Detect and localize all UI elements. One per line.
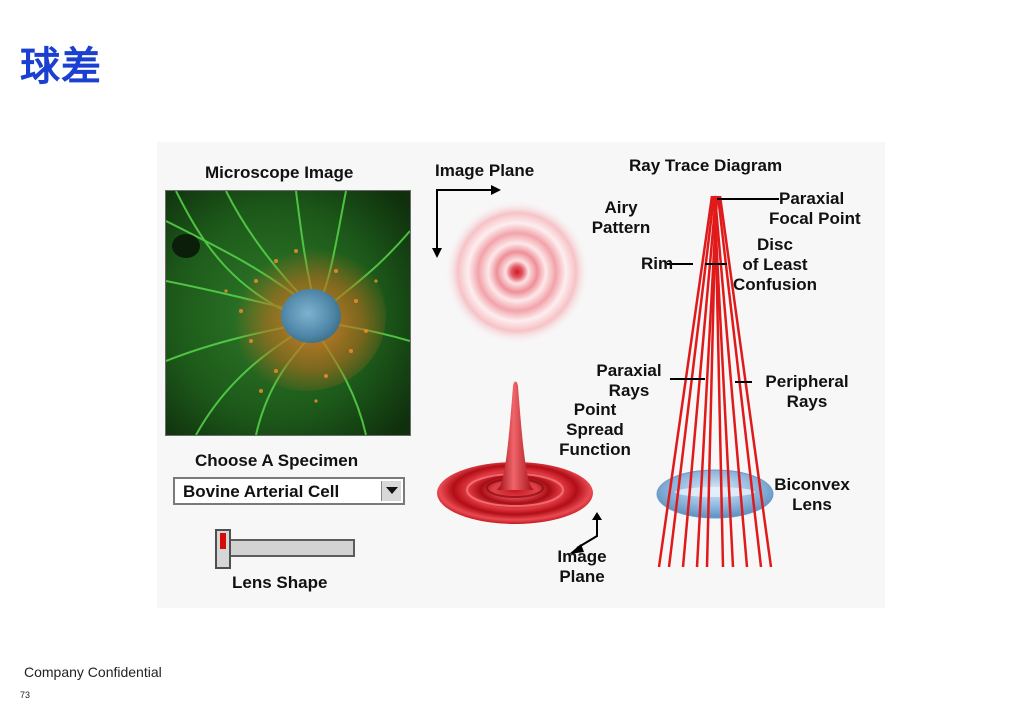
page-number: 73 xyxy=(20,690,31,700)
airy-pattern-image xyxy=(445,200,589,344)
lens-shape-slider-thumb[interactable] xyxy=(215,529,231,569)
image-plane-arrow-icon xyxy=(432,185,501,258)
spherical-aberration-applet: Microscope Image xyxy=(157,142,885,608)
rim-label: Rim xyxy=(641,254,674,273)
microscope-image xyxy=(165,190,411,436)
image-plane-top-label: Image Plane xyxy=(435,161,535,180)
psf-label: Point Spread Function xyxy=(559,400,631,459)
paraxial-focal-point-label: Paraxial Focal Point xyxy=(769,189,861,228)
lens-shape-slider-track[interactable] xyxy=(229,539,355,557)
choose-specimen-heading: Choose A Specimen xyxy=(195,451,359,470)
image-plane-bottom-arrow-icon xyxy=(569,512,602,554)
peripheral-rays-label: Peripheral Rays xyxy=(765,372,849,411)
ray-trace-heading: Ray Trace Diagram xyxy=(629,156,783,175)
image-plane-bottom-label: Image Plane xyxy=(557,547,607,586)
slider-thumb-marker xyxy=(220,533,226,549)
cell-micrograph xyxy=(166,191,410,435)
chevron-down-icon[interactable] xyxy=(381,481,401,501)
paraxial-rays-label: Paraxial Rays xyxy=(596,361,662,400)
specimen-select[interactable]: Bovine Arterial Cell xyxy=(173,477,405,505)
airy-pattern-label: Airy Pattern xyxy=(591,198,651,237)
biconvex-lens-label: Biconvex Lens xyxy=(774,475,850,514)
specimen-select-value: Bovine Arterial Cell xyxy=(183,482,340,501)
ray-trace-diagram xyxy=(656,195,779,568)
point-spread-function-plot xyxy=(437,381,593,524)
lens-shape-label: Lens Shape xyxy=(232,573,328,592)
slide-title: 球差 xyxy=(20,44,102,90)
disc-of-least-confusion-label: Disc of Least Confusion xyxy=(732,235,818,294)
footer-confidential: Company Confidential xyxy=(24,664,162,680)
microscope-image-heading: Microscope Image xyxy=(205,163,354,182)
